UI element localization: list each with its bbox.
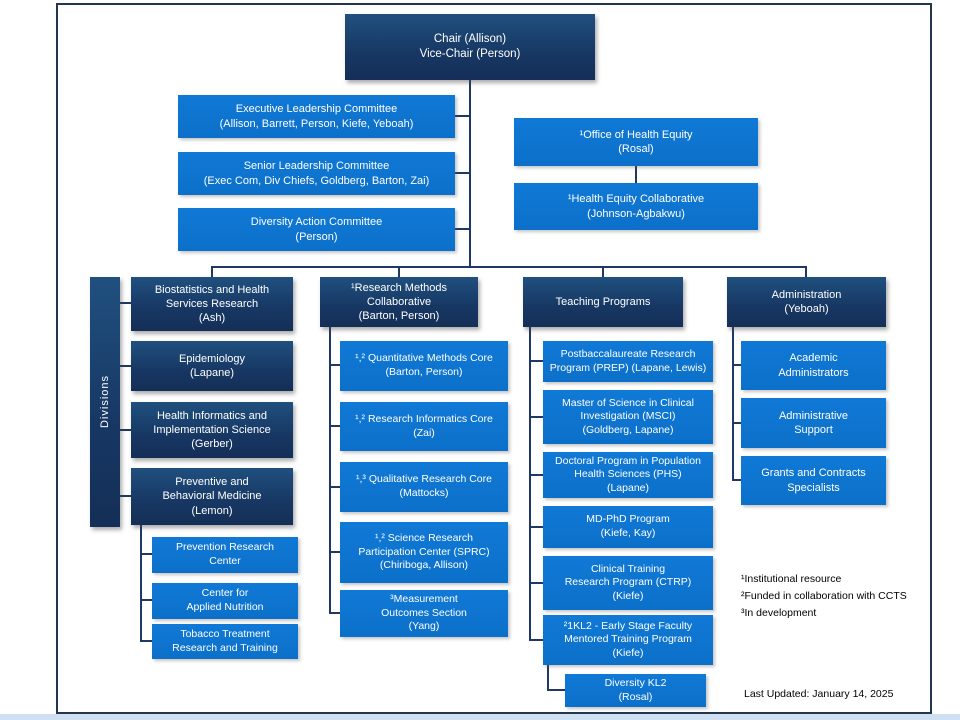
node-health-informatics-division: Health Informatics and Implementation Sc…: [131, 402, 293, 458]
connector-preventive-stub: [142, 599, 152, 601]
connector-admin-stub: [734, 422, 741, 424]
node-epidemiology-division: Epidemiology (Lapane): [131, 341, 293, 391]
node-diversity-kl2: Diversity KL2 (Rosal): [565, 674, 706, 707]
divisions-sidebar-label: Divisions: [98, 375, 111, 429]
connector-teaching-stub: [531, 639, 543, 641]
connector-admin-stub: [734, 364, 741, 366]
node-phs-doctoral-program: Doctoral Program in Population Health Sc…: [543, 452, 713, 498]
connector-teaching-stub: [531, 474, 543, 476]
node-tobacco-treatment: Tobacco Treatment Research and Training: [152, 624, 298, 659]
connector-kl2-stub: [549, 689, 565, 691]
node-qualitative-research-core: ¹,³ Qualitative Research Core (Mattocks): [340, 462, 508, 512]
connector-health-equity: [635, 166, 637, 183]
node-research-methods-collaborative: ¹Research Methods Collaborative (Barton,…: [320, 277, 478, 327]
connector-teaching-stub: [531, 360, 543, 362]
node-executive-leadership-committee: Executive Leadership Committee (Allison,…: [178, 95, 455, 138]
connector-preventive-stub: [142, 640, 152, 642]
node-prevention-research-center: Prevention Research Center: [152, 537, 298, 573]
node-office-of-health-equity: ¹Office of Health Equity (Rosal): [514, 118, 758, 166]
divisions-sidebar: Divisions: [90, 277, 120, 527]
last-updated-label: Last Updated: January 14, 2025: [744, 688, 894, 700]
connector-research-stub: [331, 612, 340, 614]
connector-exec-stub: [455, 115, 470, 117]
footnote-ccts-funding: ²Funded in collaboration with CCTS: [741, 590, 907, 602]
connector-dac-stub: [455, 228, 470, 230]
bottom-edge-strip: [0, 714, 960, 720]
node-administration: Administration (Yeboah): [727, 277, 886, 327]
connector-research-tree: [329, 326, 331, 614]
connector-division-stub: [120, 429, 131, 431]
connector-kl2-tree: [547, 665, 549, 691]
node-biostatistics-division: Biostatistics and Health Services Resear…: [131, 277, 293, 331]
node-md-phd-program: MD-PhD Program (Kiefe, Kay): [543, 506, 713, 548]
connector-teaching-tree: [529, 326, 531, 641]
connector-senior-stub: [455, 172, 470, 174]
connector-research-stub: [331, 425, 340, 427]
connector-research-stub: [331, 486, 340, 488]
node-research-informatics-core: ¹,² Research Informatics Core (Zai): [340, 402, 508, 451]
connector-chair-drop: [469, 80, 471, 268]
connector-teaching-stub: [531, 416, 543, 418]
connector-division-stub: [120, 495, 131, 497]
connector-drop-divisions: [211, 266, 213, 277]
connector-research-stub: [331, 364, 340, 366]
node-administrative-support: Administrative Support: [741, 398, 886, 448]
connector-drop-teaching: [602, 266, 604, 277]
node-chair: Chair (Allison) Vice-Chair (Person): [345, 14, 595, 80]
node-diversity-action-committee: Diversity Action Committee (Person): [178, 208, 455, 251]
node-health-equity-collaborative: ¹Health Equity Collaborative (Johnson-Ag…: [514, 183, 758, 230]
slide-frame: [56, 3, 932, 714]
node-msci-program: Master of Science in Clinical Investigat…: [543, 390, 713, 444]
connector-admin-stub: [734, 479, 741, 481]
node-center-applied-nutrition: Center for Applied Nutrition: [152, 583, 298, 619]
connector-preventive-stub: [142, 553, 152, 555]
connector-teaching-stub: [531, 526, 543, 528]
node-academic-administrators: Academic Administrators: [741, 341, 886, 390]
node-grants-contracts-specialists: Grants and Contracts Specialists: [741, 456, 886, 505]
node-science-research-participation-center: ¹,² Science Research Participation Cente…: [340, 522, 508, 583]
node-measurement-outcomes-section: ³Measurement Outcomes Section (Yang): [340, 590, 508, 637]
node-prep-program: Postbaccalaureate Research Program (PREP…: [543, 341, 713, 382]
connector-research-stub: [331, 551, 340, 553]
node-teaching-programs: Teaching Programs: [523, 277, 683, 327]
node-ctrp-program: Clinical Training Research Program (CTRP…: [543, 556, 713, 610]
connector-division-stub: [120, 302, 131, 304]
node-preventive-behavioral-division: Preventive and Behavioral Medicine (Lemo…: [131, 468, 293, 525]
connector-preventive-tree: [140, 525, 142, 642]
connector-admin-tree: [732, 326, 734, 481]
connector-teaching-stub: [531, 582, 543, 584]
node-senior-leadership-committee: Senior Leadership Committee (Exec Com, D…: [178, 152, 455, 195]
connector-drop-administration: [805, 266, 807, 277]
connector-main-horizontal: [211, 266, 807, 268]
node-quantitative-methods-core: ¹,² Quantitative Methods Core (Barton, P…: [340, 341, 508, 391]
footnote-in-development: ³In development: [741, 607, 817, 619]
node-kl2-program: ²1KL2 - Early Stage Faculty Mentored Tra…: [543, 615, 713, 665]
connector-division-stub: [120, 365, 131, 367]
footnote-institutional-resource: ¹Institutional resource: [741, 573, 842, 585]
connector-drop-research-methods: [398, 266, 400, 277]
